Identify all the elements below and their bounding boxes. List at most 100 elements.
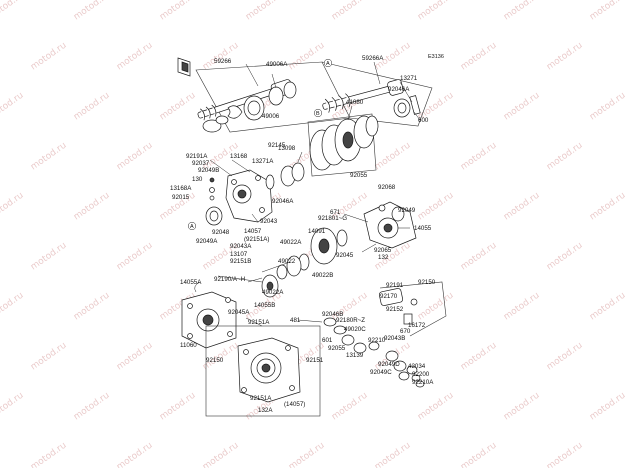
lower-left-housing [181,281,237,349]
watermark-text: motod.ru [201,441,241,468]
watermark-text: motod.ru [115,241,155,273]
washer-49020c [333,325,347,335]
part-label-92037: 92037 [192,160,210,167]
part-label-49022a: 49022A [280,239,302,246]
watermark-text: motod.ru [545,441,585,468]
part-label-601: 601 [322,337,333,344]
part-label-49006: 49006 [262,113,280,120]
watermark-text: motod.ru [545,141,585,173]
watermark-text: motod.ru [287,441,327,468]
part-label-92151a-low: 92151A [250,395,272,402]
part-label-92043: 92043 [260,218,278,225]
part-label-671: 671 [330,209,341,216]
housing-14057-bore-inner [261,363,271,373]
part-label-92046a-mid: 92046A [272,198,294,205]
part-label-92150-r: 92150 [418,279,436,286]
housing-bolt-1 [231,179,237,185]
watermark-text: motod.ru [330,0,370,22]
watermark-text: motod.ru [115,341,155,373]
watermark-text: motod.ru [0,0,26,22]
part-label-92015: 92015 [172,194,190,201]
leader-49006a [271,73,277,89]
seal-92048-inner [209,210,219,222]
part-label-92048: 92048 [212,229,230,236]
housing-11060-bolt-1 [187,303,193,309]
leader-92043 [251,213,259,223]
watermark-text: motod.ru [244,0,284,22]
watermark-text: motod.ru [72,91,112,123]
manual-book-icon [177,57,191,77]
part-label-92049a: 92049A [196,238,218,245]
bottom-housing-box [205,325,321,417]
part-label-92045a: 92045A [228,309,250,316]
housing-bolt-3 [259,207,265,213]
housing-14055-bore-inner [383,223,393,233]
part-label-92043a: 92043A [230,243,252,250]
washer-92200 [411,374,421,382]
watermark-text: motod.ru [29,441,69,468]
housing-11060-bolt-4 [187,333,193,339]
part-label-13271: 13271 [400,75,418,82]
watermark-text: motod.ru [0,191,26,223]
part-label-13139: 13139 [346,352,364,359]
circlip-92210a [415,380,425,388]
part-label-circle-a2: A [190,224,194,230]
seal-ring-right-inner [397,102,407,114]
part-label-13107: 13107 [230,251,248,258]
watermark-text: motod.ru [72,291,112,323]
upper-housing-bore-inner [237,189,247,199]
part-label-14055b: 14055B [254,302,275,309]
ring-gear-hub [342,131,354,149]
watermark-text: motod.ru [29,241,69,273]
gear-13098-b [291,162,305,182]
housing-11060-bolt-3 [227,331,233,337]
watermark-text: motod.ru [588,391,625,423]
part-label-49022b: 49022B [312,272,333,279]
watermark-text: motod.ru [158,391,198,423]
part-label-92049: 92049 [398,207,416,214]
part-label-670: 670 [400,328,411,335]
watermark-text: motod.ru [459,141,499,173]
part-label-14055a: 14055A [180,279,202,286]
watermark-text: motod.ru [287,41,327,73]
watermark-text: motod.ru [502,191,542,223]
part-label-132a: 132A [258,407,273,414]
upper-housing-group [205,159,305,226]
callout-circle [323,58,333,68]
watermark-text: motod.ru [72,0,112,22]
bearing-42034 [406,365,418,375]
middle-right-assembly [247,201,417,298]
part-label-49022a-b: 49022A [262,289,284,296]
watermark-text: motod.ru [502,0,542,22]
housing-11060-bore-inner [202,314,214,326]
part-label-14057-paren: (14057) [284,401,305,408]
seal-92049c [398,371,410,381]
part-label-13271a: 13271A [252,158,274,165]
part-label-481: 481 [290,317,301,324]
part-label-49022: 49022 [278,258,296,265]
housing-bolt-2 [255,175,261,181]
watermark-text: motod.ru [588,291,625,323]
gear-13139 [385,350,399,362]
part-label-92151: 92151 [306,357,324,364]
part-label-13168: 13168 [230,153,248,160]
diagram-code: E3136 [428,54,444,60]
housing-14057-bolt-2 [285,345,291,351]
part-label-92145: 92145 [268,142,286,149]
part-label-92151a-paren: (92151A) [244,236,269,243]
watermark-text: motod.ru [115,41,155,73]
small-parts-frame [379,281,447,337]
pin-92151b [247,277,263,283]
part-label-92200: 92200 [412,371,430,378]
watermark-text: motod.ru [545,41,585,73]
part-label-92046b: 92046B [322,311,343,318]
gear-14091-hub [318,238,330,254]
watermark-text: motod.ru [588,0,625,22]
boot-ring-3 [283,81,297,99]
part-label-92191: 92191 [386,282,404,289]
nut-92015 [209,195,215,201]
part-92152 [410,298,418,306]
part-label-92055: 92055 [350,172,368,179]
part-16172 [403,313,413,325]
